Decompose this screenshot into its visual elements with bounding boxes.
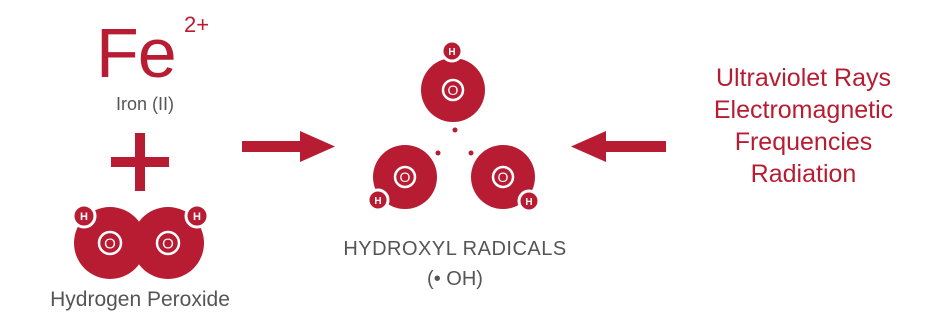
- iron-label: Iron (II): [115, 94, 174, 114]
- hydroxyl-radicals: H H H: [366, 39, 541, 213]
- hydrogen-peroxide-molecule: H H: [71, 203, 210, 279]
- iron-charge: 2+: [184, 12, 210, 37]
- hydrogen-peroxide-label: Hydrogen Peroxide: [50, 288, 230, 311]
- oxygen-atom-label: O: [162, 235, 174, 252]
- hydrogen-atom-label: H: [525, 197, 532, 208]
- arrow-left: [571, 131, 666, 162]
- plus-sign: [111, 133, 169, 191]
- hydrogen-atom-label: H: [193, 211, 201, 223]
- oxygen-atom-label: O: [498, 169, 509, 185]
- hydrogen-atom-label: H: [80, 211, 88, 223]
- energy-sources-list: Ultraviolet Rays Electromagnetic Frequen…: [660, 62, 947, 190]
- oxygen-atom-label: O: [400, 169, 411, 185]
- energy-source-item: Radiation: [750, 160, 857, 188]
- oxygen-atom-label: O: [448, 82, 459, 98]
- hydrogen-atom-label: H: [448, 47, 455, 58]
- hydroxyl-radicals-formula: (• OH): [427, 268, 483, 290]
- energy-source-item: Electromagnetic: [713, 96, 894, 124]
- oxygen-atom-label: O: [104, 235, 116, 252]
- hydroxyl-radicals-label: HYDROXYL RADICALS: [343, 238, 567, 260]
- arrow-right: [242, 131, 335, 162]
- iron-symbol: Fe: [96, 14, 177, 92]
- energy-source-item: Frequencies: [734, 128, 873, 156]
- energy-source-item: Ultraviolet Rays: [715, 64, 892, 92]
- hydrogen-atom-label: H: [374, 196, 381, 207]
